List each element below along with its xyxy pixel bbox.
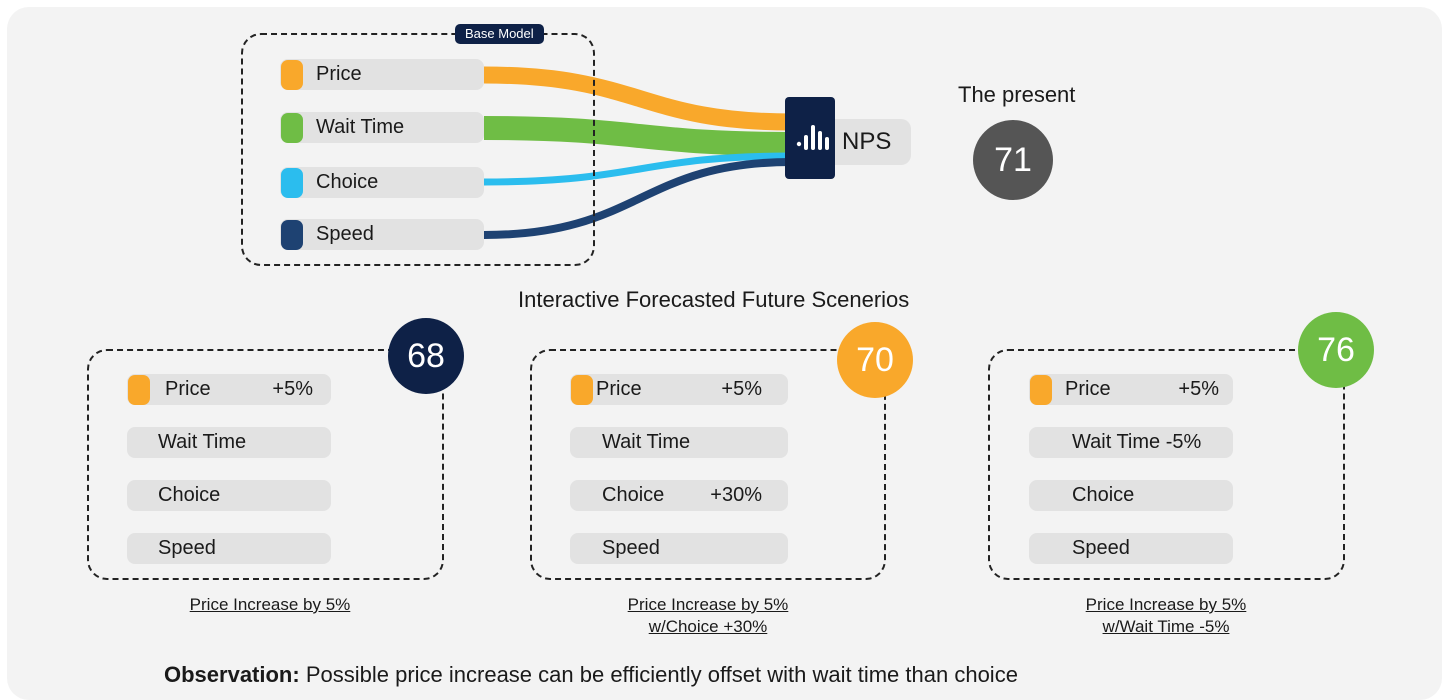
caption-line: Price Increase by 5% — [189, 595, 351, 614]
observation-label: Observation: — [164, 662, 300, 687]
factor-label: Price — [316, 63, 362, 85]
row-label: Choice — [1072, 484, 1135, 506]
row-delta: +5% — [721, 378, 762, 400]
scenario-1-choice[interactable]: Choice — [127, 480, 331, 511]
scenario-2-price-swatch — [571, 375, 593, 405]
scenario-3-choice[interactable]: Choice — [1029, 480, 1233, 511]
row-label: Choice — [602, 484, 665, 506]
scenario-1-box — [87, 349, 444, 580]
row-label: Wait Time — [158, 431, 247, 453]
speed-flow — [483, 158, 793, 239]
scenario-2-score: 70 — [837, 322, 913, 398]
scenario-3-caption: Price Increase by 5% w/Wait Time -5% — [1016, 594, 1316, 638]
scenario-1-price[interactable]: Price +5% — [127, 374, 331, 405]
present-score: 71 — [973, 120, 1053, 200]
base-model-tag: Base Model — [455, 24, 544, 44]
observation: Observation: Possible price increase can… — [164, 662, 1018, 688]
scenario-2-price[interactable]: Price +5% — [570, 374, 788, 405]
nps-node — [785, 97, 835, 179]
scenario-2-caption: Price Increase by 5% w/Choice +30% — [558, 594, 858, 638]
factor-speed[interactable]: Speed — [280, 219, 484, 250]
base-model-box — [241, 33, 595, 266]
bar-chart-icon — [796, 125, 829, 150]
choice-flow — [483, 152, 793, 186]
wait-time-flow — [483, 116, 793, 156]
row-label: Wait Time -5% — [1072, 431, 1202, 453]
scenario-1-price-swatch — [128, 375, 150, 405]
scenario-3-wait-time[interactable]: Wait Time -5% — [1029, 427, 1233, 458]
factor-label: Wait Time — [316, 116, 405, 138]
row-label: Price — [596, 378, 642, 400]
row-label: Wait Time — [602, 431, 691, 453]
factor-label: Choice — [316, 171, 379, 193]
caption-line: Price Increase by 5% — [1085, 595, 1247, 614]
row-delta: +5% — [1178, 378, 1219, 400]
row-label: Choice — [158, 484, 221, 506]
scenario-3-score: 76 — [1298, 312, 1374, 388]
speed-swatch — [281, 220, 303, 250]
row-label: Speed — [602, 537, 660, 559]
caption-line: w/Wait Time -5% — [1102, 617, 1230, 636]
wait-time-swatch — [281, 113, 303, 143]
scenario-1-speed[interactable]: Speed — [127, 533, 331, 564]
scenario-2-wait-time[interactable]: Wait Time — [570, 427, 788, 458]
observation-text: Possible price increase can be efficient… — [299, 662, 1018, 687]
row-delta: +5% — [272, 378, 313, 400]
row-label: Speed — [1072, 537, 1130, 559]
caption-line: w/Choice +30% — [648, 617, 768, 636]
present-title: The present — [958, 82, 1076, 107]
factor-price[interactable]: Price — [280, 59, 484, 90]
row-label: Price — [1065, 378, 1111, 400]
scenario-2-choice[interactable]: Choice +30% — [570, 480, 788, 511]
factor-choice[interactable]: Choice — [280, 167, 484, 198]
row-label: Price — [165, 378, 211, 400]
scenario-3-price[interactable]: Price +5% — [1029, 374, 1233, 405]
scenarios-title: Interactive Forecasted Future Scenerios — [518, 287, 910, 312]
nps-label: NPS — [835, 119, 911, 165]
choice-swatch — [281, 168, 303, 198]
scenario-2-box — [530, 349, 886, 580]
scenario-1-score: 68 — [388, 318, 464, 394]
factor-wait-time[interactable]: Wait Time — [280, 112, 484, 143]
price-flow — [483, 66, 793, 131]
scenario-1-wait-time[interactable]: Wait Time — [127, 427, 331, 458]
row-label: Speed — [158, 537, 216, 559]
caption-line: Price Increase by 5% — [627, 595, 789, 614]
scenario-3-price-swatch — [1030, 375, 1052, 405]
price-swatch — [281, 60, 303, 90]
scenario-3-box — [988, 349, 1345, 580]
factor-label: Speed — [316, 223, 374, 245]
scenario-2-speed[interactable]: Speed — [570, 533, 788, 564]
row-delta: +30% — [710, 484, 762, 506]
scenario-1-caption: Price Increase by 5% — [120, 594, 420, 616]
scenario-3-speed[interactable]: Speed — [1029, 533, 1233, 564]
